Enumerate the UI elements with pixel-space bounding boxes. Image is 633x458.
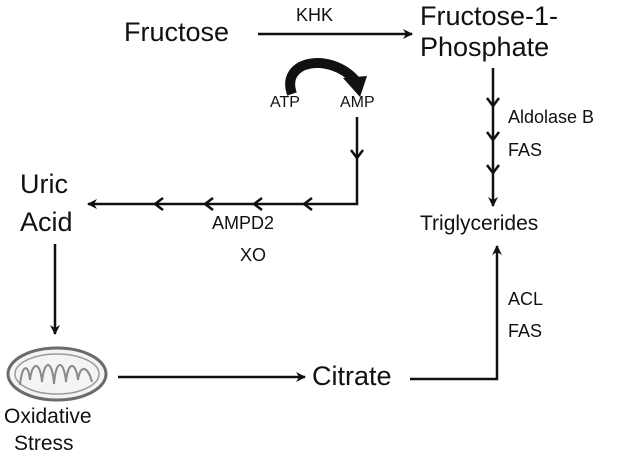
node-citrate: Citrate — [312, 361, 392, 391]
node-fructose: Fructose — [124, 17, 230, 47]
left-chevron-1 — [301, 197, 313, 211]
enzyme-fas-lower: FAS — [508, 321, 543, 341]
down-chevron-2 — [486, 131, 500, 143]
arrow-amp-down-chevron — [350, 149, 364, 161]
left-chevron-2 — [251, 197, 263, 211]
mitochondrion-icon — [6, 346, 108, 402]
node-oxidative-stress-line1: Oxidative — [4, 405, 92, 428]
arrow-amp-to-uric-acid — [87, 117, 359, 209]
enzyme-acl: ACL — [508, 289, 544, 309]
left-chevron-3 — [202, 197, 214, 211]
node-fructose-1-phosphate-line1: Fructose-1- — [420, 1, 559, 31]
arrow-atp-to-amp-head — [343, 76, 367, 97]
enzyme-fas-upper: FAS — [508, 140, 543, 160]
cofactor-atp: ATP — [270, 94, 300, 111]
node-triglycerides: Triglycerides — [420, 212, 539, 235]
down-chevron-3 — [486, 164, 500, 176]
enzyme-aldolase-b: Aldolase B — [508, 107, 595, 127]
node-oxidative-stress-line2: Stress — [14, 432, 74, 455]
arrow-atp-to-amp — [285, 58, 359, 96]
down-chevron-1 — [486, 97, 500, 109]
node-fructose-1-phosphate-line2: Phosphate — [420, 32, 550, 62]
cofactor-amp: AMP — [340, 94, 375, 111]
arrow-citrate-to-triglycerides — [410, 245, 502, 381]
enzyme-ampd2: AMPD2 — [212, 213, 275, 233]
node-uric-acid-line2: Acid — [20, 207, 73, 237]
enzyme-khk: KHK — [296, 5, 334, 25]
enzyme-xo: XO — [240, 245, 267, 265]
node-uric-acid-line1: Uric — [20, 169, 68, 199]
left-chevron-4 — [152, 197, 164, 211]
